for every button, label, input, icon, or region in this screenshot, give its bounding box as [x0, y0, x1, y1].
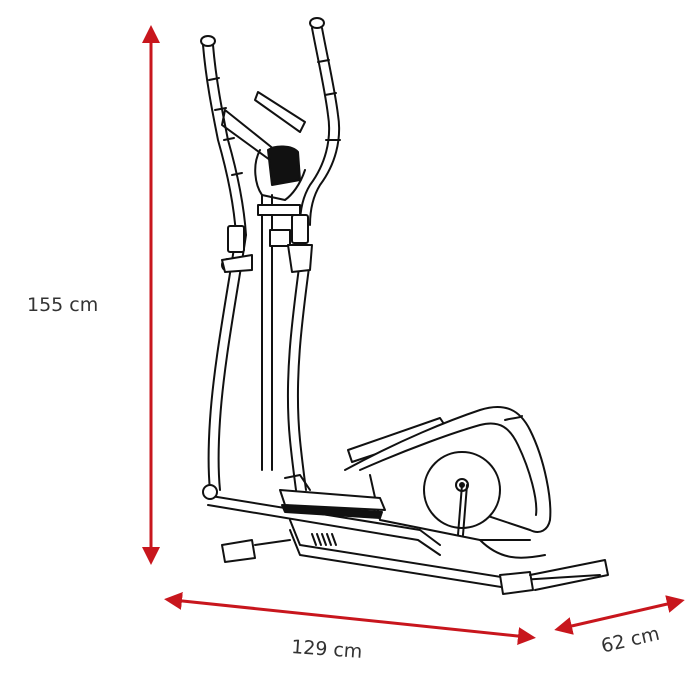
pedal-rails [202, 474, 441, 556]
length-arrow [164, 591, 536, 646]
pivot-clamps [221, 214, 313, 273]
left-handlebar [200, 35, 247, 491]
console [221, 91, 306, 471]
width-arrow [554, 595, 685, 635]
flywheel-housing [344, 405, 552, 559]
base-frame [221, 519, 609, 595]
vent-grille [311, 533, 337, 546]
height-label: 155 cm [27, 294, 99, 316]
right-handlebar [286, 17, 341, 491]
